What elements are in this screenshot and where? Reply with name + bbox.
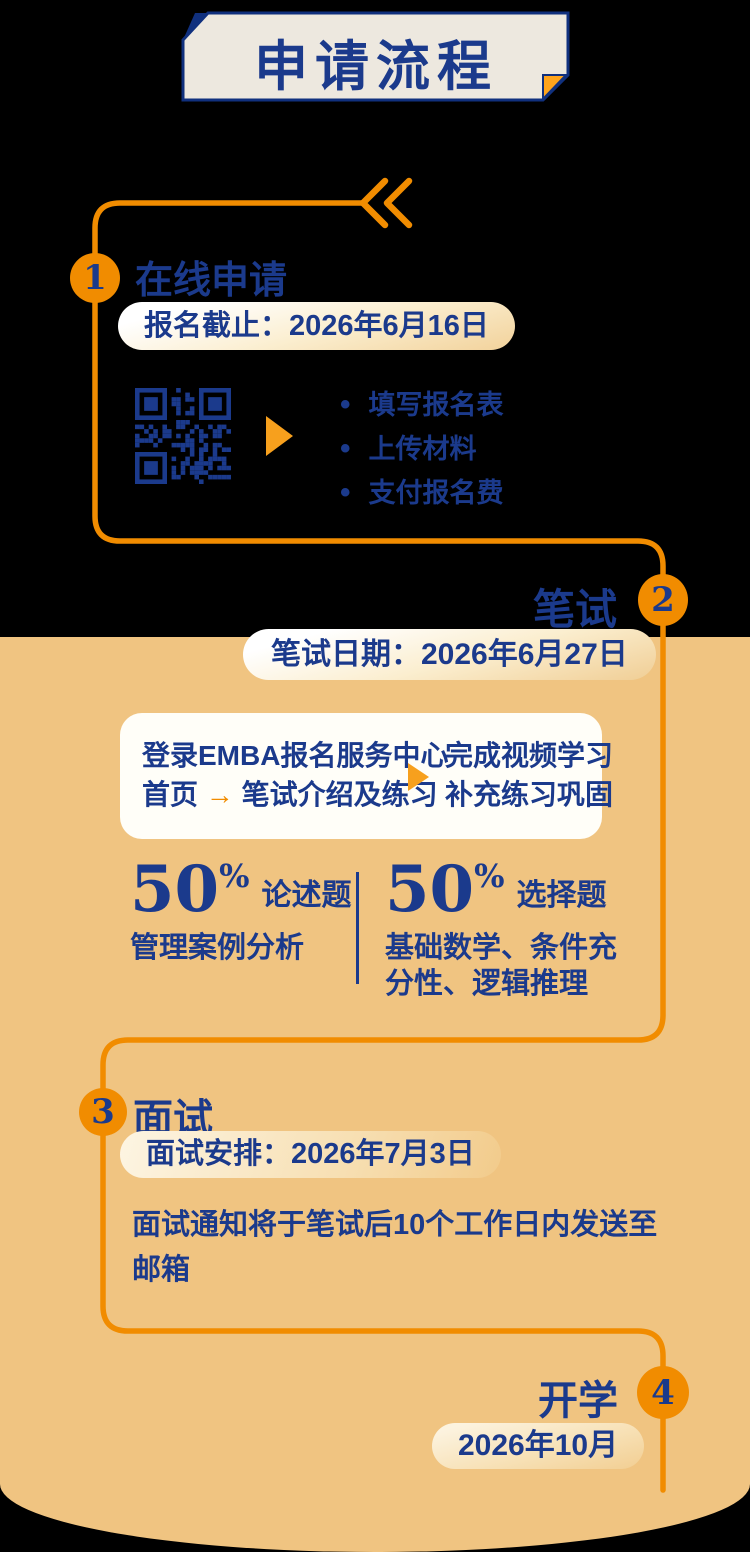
list-item-label: 上传材料: [368, 434, 477, 464]
step-4-date-text: 2026年10月: [458, 1429, 619, 1462]
step-1-badge: 1: [70, 253, 120, 303]
step-1-number: 1: [83, 258, 107, 298]
result-line-1: 完成视频学习: [445, 740, 614, 771]
banner-fold-bottomright: [542, 74, 569, 102]
page-title: 申请流程: [254, 34, 498, 98]
step-2-date-pill: 笔试日期：2026年6月27日: [243, 629, 656, 680]
title-banner: [181, 11, 570, 102]
step-2-number: 2: [651, 580, 675, 620]
step-2-date-text: 笔试日期：2026年6月27日: [271, 638, 628, 671]
step-4-date-pill: 2026年10月: [432, 1423, 645, 1469]
step-3-schedule-text: 面试安排：2026年7月3日: [146, 1138, 475, 1170]
choice-desc: 基础数学、条件充分性、逻辑推理: [385, 932, 618, 1000]
banner-fold-topleft: [183, 13, 208, 40]
step-1-title: 在线申请: [135, 257, 288, 302]
step-4-number: 4: [651, 1372, 675, 1413]
chevron-left-icon: [359, 177, 389, 229]
list-item: • 上传材料: [340, 427, 504, 471]
breakdown-essay-head: 50 % 论述题: [130, 852, 370, 927]
step-1-deadline-text: 报名截止：2026年6月16日: [144, 310, 489, 342]
bullet-icon: •: [340, 388, 351, 421]
choice-percent-sign: %: [474, 857, 505, 895]
step-3-schedule-pill: 面试安排：2026年7月3日: [120, 1131, 501, 1178]
list-item-label: 填写报名表: [368, 390, 504, 420]
arrow-right-triangle-icon: [266, 416, 293, 456]
bullet-icon: •: [340, 476, 351, 509]
breakdown-essay: 50 % 论述题 管理案例分析: [130, 852, 370, 966]
step-1-task-list: • 填写报名表 • 上传材料 • 支付报名费: [340, 383, 504, 515]
list-item: • 填写报名表: [340, 383, 504, 427]
step-3-number: 3: [91, 1092, 115, 1132]
step-4-badge: 4: [637, 1366, 689, 1419]
breakdown-divider: [356, 872, 359, 984]
breakdown-choice-head: 50 % 选择题: [385, 852, 630, 927]
essay-desc: 管理案例分析: [130, 932, 305, 964]
guide-line-2: 首页 → 笔试介绍及练习: [142, 779, 438, 810]
step-1-deadline-pill: 报名截止：2026年6月16日: [118, 302, 515, 350]
arrow-right-triangle-icon: [408, 763, 429, 791]
list-item-label: 支付报名费: [368, 478, 504, 508]
interview-notice-text: 面试通知将于笔试后10个工作日内发送至邮箱: [132, 1209, 658, 1286]
qr-code: [135, 388, 231, 484]
essay-label: 论述题: [261, 879, 352, 912]
guide-result-text: 完成视频学习 补充练习巩固: [445, 736, 613, 814]
result-line-2: 补充练习巩固: [445, 779, 614, 810]
choice-percent: 50: [385, 852, 475, 927]
chevron-left-icon: [383, 177, 413, 229]
choice-label: 选择题: [516, 879, 607, 912]
bullet-icon: •: [340, 432, 351, 465]
step-4-title: 开学: [538, 1377, 618, 1424]
list-item: • 支付报名费: [340, 471, 504, 515]
written-test-guide-card: 登录EMBA报名服务中心 首页 → 笔试介绍及练习 完成视频学习 补充练习巩固: [120, 713, 613, 839]
step-3-badge: 3: [79, 1088, 127, 1136]
step-2-badge: 2: [638, 574, 688, 626]
essay-percent: 50: [130, 852, 220, 927]
guide-steps-text: 登录EMBA报名服务中心 首页 → 笔试介绍及练习: [142, 736, 448, 814]
guide-line-1: 登录EMBA报名服务中心: [142, 740, 449, 771]
arrow-right-icon: →: [205, 779, 234, 810]
essay-percent-sign: %: [219, 857, 250, 895]
breakdown-choice: 50 % 选择题 基础数学、条件充分性、逻辑推理: [385, 852, 630, 1002]
step-2-title: 笔试: [532, 585, 617, 634]
